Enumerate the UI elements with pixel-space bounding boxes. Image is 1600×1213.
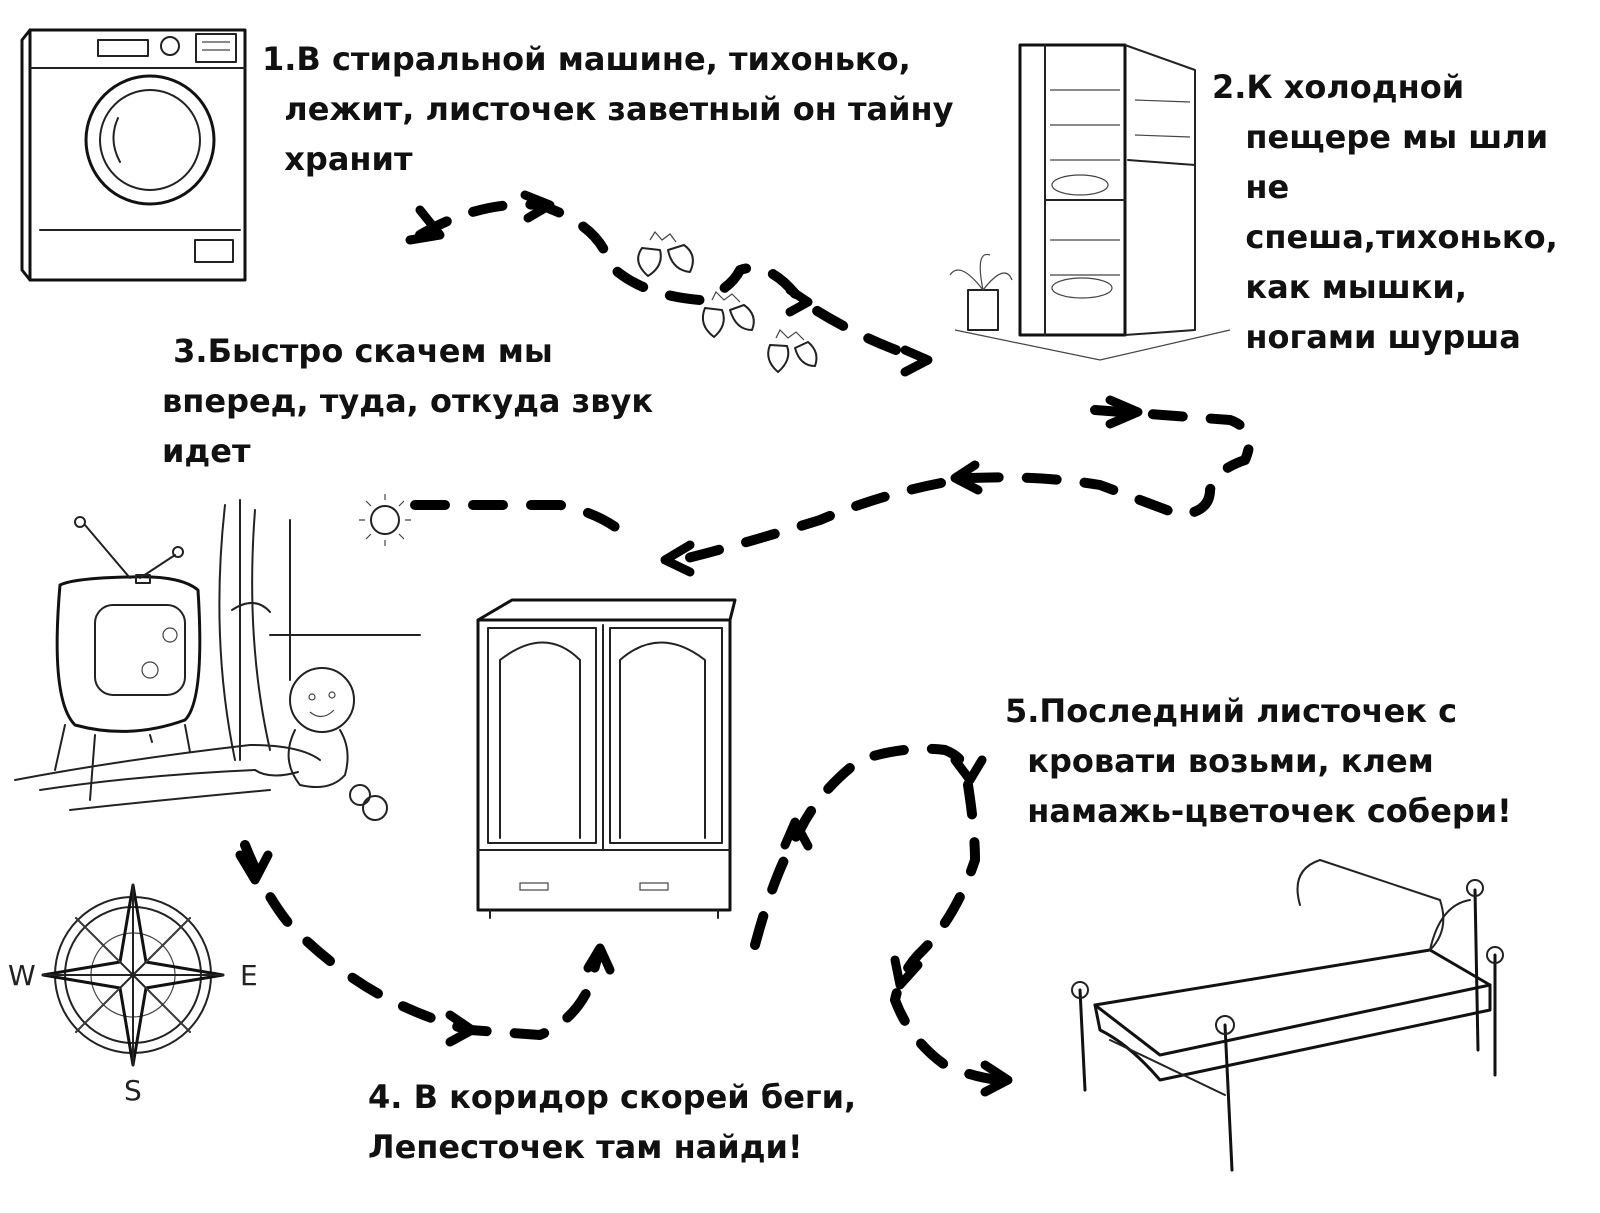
fridge-icon bbox=[949, 43, 1231, 361]
compass-west-label: W bbox=[8, 959, 36, 992]
clue-5-text: 5.Последний листочек с кровати возьми, к… bbox=[1005, 692, 1512, 830]
clue-1-text: 1.В стиральной машине, тихонько, лежит, … bbox=[262, 40, 954, 178]
route-arrows bbox=[235, 190, 1143, 1097]
clue-3-text: 3.Быстро скачем мы вперед, туда, откуда … bbox=[162, 332, 654, 470]
strawberry-icon bbox=[637, 230, 818, 373]
clue-4-text: 4. В коридор скорей беги, Лепесточек там… bbox=[368, 1078, 857, 1166]
compass-east-label: E bbox=[240, 959, 258, 992]
wardrobe-icon bbox=[476, 598, 737, 919]
clue-2-text: 2.К холодной пещере мы шли не спеша,тихо… bbox=[1212, 68, 1558, 356]
route-path bbox=[240, 199, 1254, 1085]
washing-machine-icon bbox=[20, 28, 247, 282]
bed-icon bbox=[1071, 859, 1504, 1172]
compass-south-label: S bbox=[124, 1074, 142, 1107]
tv-room-icon bbox=[14, 494, 421, 821]
compass-rose-icon: W E S bbox=[8, 883, 258, 1107]
